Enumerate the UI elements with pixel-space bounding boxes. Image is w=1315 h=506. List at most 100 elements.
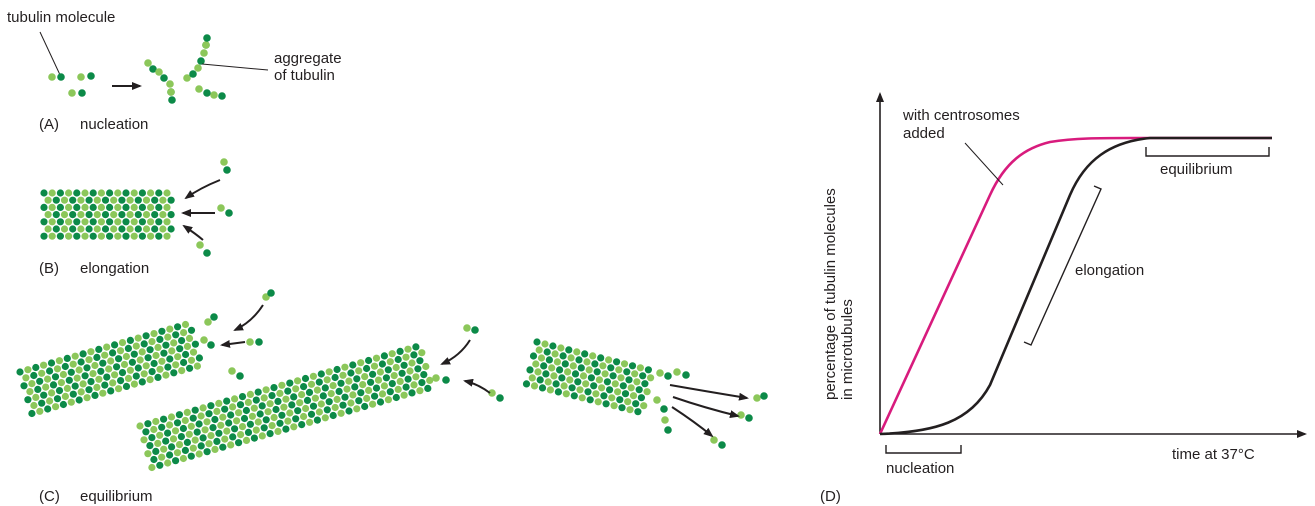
- microtubule-subunit: [69, 211, 77, 219]
- microtubule-subunit: [402, 353, 410, 361]
- tubulin-dimer-subunit: [653, 396, 661, 404]
- tubulin-dimer-subunit: [189, 70, 197, 78]
- microtubule-subunit: [197, 412, 205, 420]
- microtubule-subunit: [95, 345, 103, 353]
- equilibrium-bracket-label: equilibrium: [1160, 161, 1233, 178]
- microtubule-subunit: [142, 332, 150, 340]
- microtubule-subunit: [325, 368, 333, 376]
- tubulin-dimer-subunit: [246, 338, 254, 346]
- tubulin-dimer-subunit: [236, 372, 244, 380]
- microtubule-subunit: [160, 415, 168, 423]
- microtubule-subunit: [264, 408, 272, 416]
- equilibrium-arrow-4: [463, 378, 491, 394]
- panel-a-diagram: [39, 31, 269, 104]
- microtubule-subunit: [51, 373, 60, 381]
- microtubule-subunit: [183, 408, 191, 416]
- microtubule-subunit: [81, 218, 89, 226]
- microtubule-left: [16, 320, 203, 418]
- centrosome-label-line2: added: [903, 125, 945, 142]
- microtubule-subunit: [262, 386, 270, 394]
- microtubule-subunit: [159, 211, 167, 219]
- microtubule-subunit: [384, 366, 392, 374]
- microtubule-subunit: [315, 378, 323, 386]
- microtubule-subunit: [132, 342, 140, 350]
- microtubule-subunit: [55, 387, 64, 395]
- panel-d-letter: (D): [820, 488, 841, 505]
- microtubule-subunit: [28, 380, 36, 388]
- microtubule-subunit: [221, 435, 229, 443]
- microtubule-subunit: [367, 378, 375, 386]
- tubulin-dimer-subunit: [432, 374, 440, 382]
- microtubule-subunit: [199, 404, 207, 412]
- microtubule-subunit: [213, 437, 221, 445]
- microtubule-subunit: [118, 196, 126, 204]
- microtubule-subunit: [172, 457, 180, 465]
- microtubule-subunit: [93, 225, 101, 233]
- microtubule-subunit: [172, 361, 180, 369]
- microtubule-subunit: [603, 378, 612, 386]
- microtubule-subunit: [538, 384, 547, 392]
- microtubule-subunit: [191, 340, 199, 348]
- microtubule-subunit: [231, 395, 239, 403]
- microtubule-subunit: [593, 368, 601, 376]
- microtubule-subunit: [30, 371, 38, 380]
- microtubule-subunit: [406, 367, 414, 375]
- microtubule-subunit: [150, 330, 158, 338]
- microtubule-subunit: [242, 406, 250, 415]
- microtubule-subunit: [602, 400, 610, 408]
- tubulin-dimer-subunit: [77, 73, 85, 81]
- microtubule-subunit: [576, 386, 584, 394]
- tubulin-dimer-subunit: [471, 326, 479, 334]
- microtubule-subunit: [337, 379, 345, 387]
- y-axis-label: percentage of tubulin molecules in micro…: [822, 188, 857, 400]
- microtubule-subunit: [85, 386, 93, 394]
- microtubule-subunit: [384, 396, 392, 404]
- microtubule-subunit: [294, 407, 302, 415]
- microtubule-subunit: [620, 360, 629, 368]
- microtubule-subunit: [120, 360, 129, 369]
- microtubule-subunit: [591, 360, 599, 368]
- microtubule-subunit: [156, 431, 164, 439]
- microtubule-subunit: [209, 424, 217, 432]
- microtubule-subunit: [111, 371, 119, 379]
- microtubule-subunit: [378, 360, 386, 368]
- microtubule-subunit: [193, 362, 201, 370]
- equilibrium-arrow-2: [220, 339, 246, 348]
- microtubule-subunit: [144, 420, 152, 428]
- microtubule-subunit: [585, 366, 593, 374]
- microtubule-subunit: [63, 384, 71, 392]
- microtubule-subunit: [166, 421, 174, 429]
- microtubule-subunit: [111, 341, 119, 349]
- microtubule-subunit: [47, 359, 56, 367]
- microtubule-subunit: [618, 404, 626, 412]
- microtubule-subunit: [244, 398, 252, 406]
- microtubule-subunit: [89, 203, 97, 211]
- microtubule-subunit: [65, 218, 73, 226]
- microtubule-subunit: [535, 346, 543, 354]
- microtubule-subunit: [174, 353, 182, 361]
- microtubule-subunit: [272, 405, 280, 414]
- microtubule-subunit: [615, 366, 623, 374]
- microtubule-subunit: [333, 365, 341, 374]
- microtubule-subunit: [626, 406, 634, 414]
- microtubule-subunit: [296, 399, 304, 407]
- microtubule-subunit: [392, 393, 400, 402]
- microtubule-subunit: [254, 418, 262, 426]
- tubulin-dimer-subunit: [225, 209, 233, 217]
- microtubule-subunit: [134, 211, 142, 219]
- microtubule-subunit: [142, 211, 151, 219]
- tubulin-dimer-subunit: [183, 74, 191, 82]
- microtubule-subunit: [567, 354, 575, 362]
- microtubule-subunit: [81, 372, 89, 380]
- microtubule-subunit: [130, 232, 138, 240]
- microtubule-subunit: [75, 396, 83, 404]
- microtubule-subunit: [49, 381, 58, 389]
- microtubule-subunit: [313, 386, 321, 394]
- microtubule-subunit: [313, 416, 321, 424]
- microtubule-subunit: [274, 427, 282, 435]
- microtubule-subunit: [63, 354, 71, 362]
- microtubule-subunit: [138, 203, 146, 211]
- tubulin-dimer-subunit: [710, 436, 718, 444]
- tubulin-dimer-subunit: [228, 367, 236, 375]
- microtubule-subunit: [236, 401, 245, 409]
